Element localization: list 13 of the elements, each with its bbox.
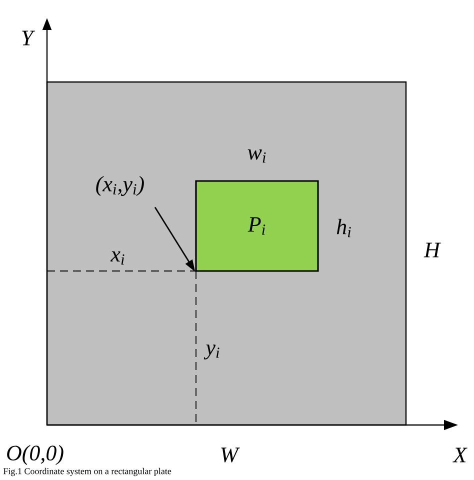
axis-label: X [452,448,468,462]
plate-rectangle [46,81,407,426]
caption: Fig.1 Coordinate system on a rectangular plate [3,468,172,476]
axis-label: W [221,448,240,462]
part-rectangle: P$_{i}$ [195,180,319,272]
axis-label: y$_{i}$ [204,344,220,360]
axis-label: O(0,0) [7,445,64,465]
dimension-label: w$_{i}$ [248,149,266,163]
axis-label: x$_{i}$ [110,251,124,265]
axis-label: H [424,242,441,258]
coordinate-label: (x$_{i}$,y$_{i}$) [96,176,144,196]
dimension-label: h$_{i}$ [336,218,351,238]
axis-label: Y [22,30,36,46]
